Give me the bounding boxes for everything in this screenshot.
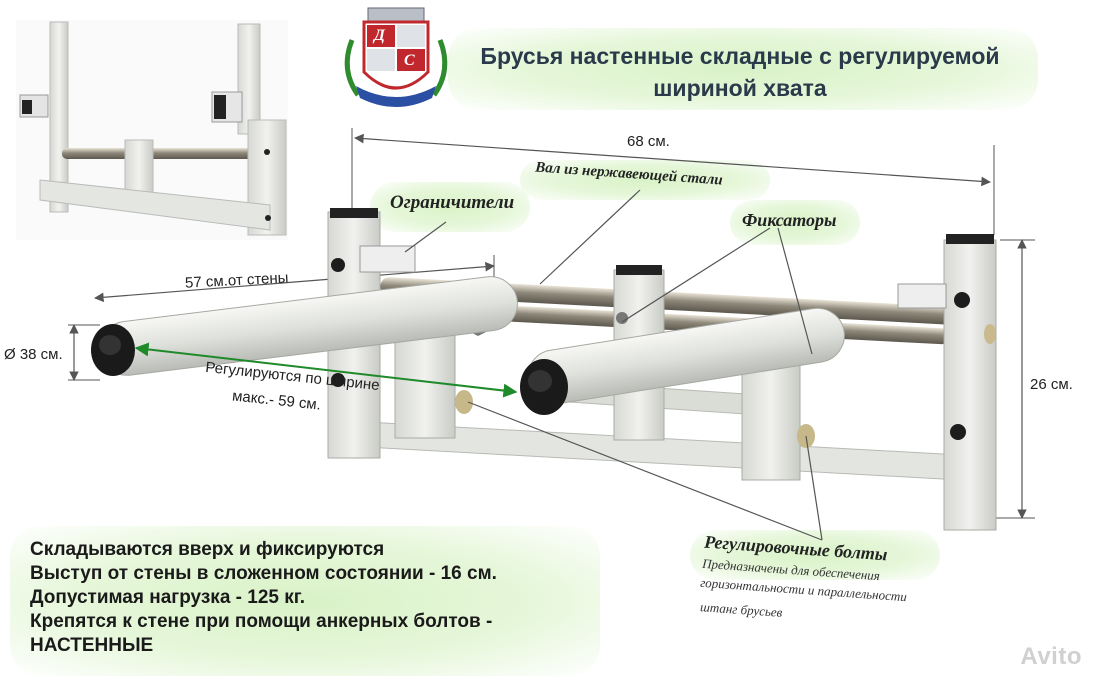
dimension-diameter: Ø 38 см. [4, 346, 63, 363]
bolts-highlight [690, 530, 940, 580]
feature-item: Крепятся к стене при помощи анкерных бол… [30, 611, 493, 632]
avito-watermark: Avito [1020, 643, 1082, 670]
dimension-68: 68 см. [627, 133, 670, 150]
title-line-1: Брусья настенные складные с регулируемой [480, 43, 1000, 69]
fixers-highlight [730, 200, 860, 245]
fixers-label: Фиксаторы [742, 210, 837, 230]
features-list: Складываются вверх и фиксируются Выступ … [30, 538, 590, 658]
feature-item: Складываются вверх и фиксируются [30, 539, 385, 560]
inset-photo [16, 20, 288, 240]
limiters-highlight [370, 182, 530, 232]
feature-item: НАСТЕННЫЕ [30, 635, 154, 656]
notes-highlight [10, 526, 600, 676]
feature-item: Допустимая нагрузка - 125 кг. [30, 587, 306, 608]
dimension-height: 26 см. [1030, 376, 1073, 393]
title-highlight [448, 28, 1038, 110]
title-line-2: шириной хвата [653, 75, 827, 101]
feature-item: Выступ от стены в сложенном состоянии - … [30, 563, 497, 584]
logo-letter-2: С [404, 52, 415, 69]
page-title: Брусья настенные складные с регулируемой… [440, 40, 1040, 104]
logo [344, 7, 448, 107]
limiters-label: Ограничители [390, 192, 515, 213]
logo-letter-1: Д [374, 27, 385, 44]
